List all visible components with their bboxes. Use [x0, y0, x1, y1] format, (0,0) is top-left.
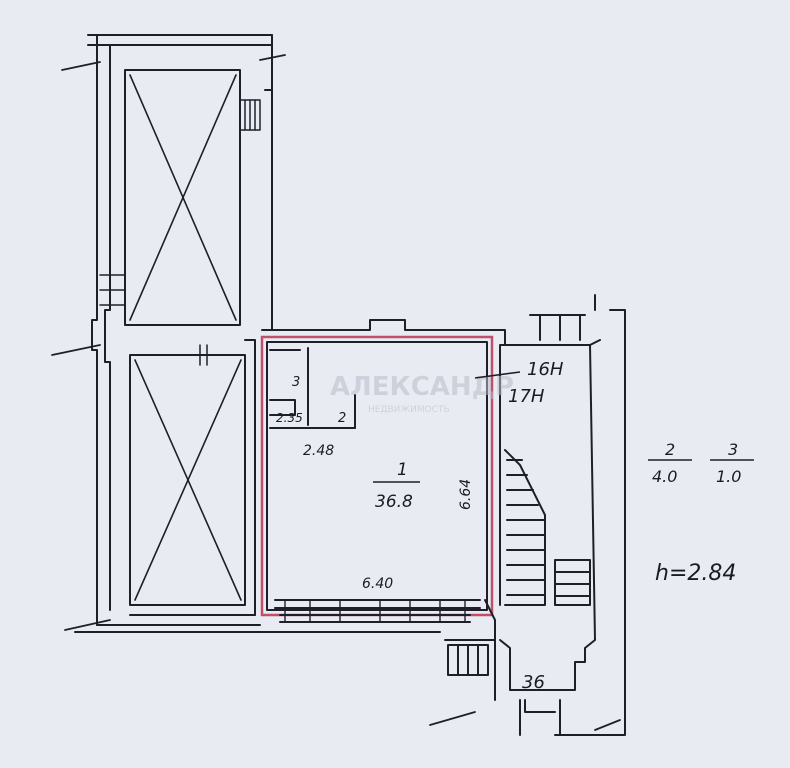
legend-2-area: 4.0	[652, 467, 677, 486]
room2-dim2: 2.48	[303, 443, 334, 459]
unit-label-c: 36	[522, 672, 545, 693]
main-unit-walls	[266, 341, 488, 623]
legend-2-number: 2	[665, 440, 675, 459]
room1-number: 1	[397, 460, 408, 480]
ceiling-height: h=2.84	[655, 561, 736, 586]
legend-3-area: 1.0	[716, 467, 741, 486]
stair-cross-upper	[129, 74, 237, 321]
room2-dim: 2.35	[276, 411, 303, 425]
left-stair-marks	[99, 99, 261, 366]
unit-label-b: 17Н	[508, 386, 545, 407]
stair-cross-lower	[134, 359, 242, 601]
unit-label-a: 16Н	[527, 359, 564, 380]
legend-item-3: 3 1.0	[710, 440, 754, 486]
room3-number: 3	[292, 375, 300, 390]
left-wall-structure	[74, 34, 496, 633]
room1-width-dim: 6.40	[362, 576, 393, 592]
legend-3-number: 3	[728, 440, 738, 459]
wall-ticks	[51, 54, 621, 731]
legend-item-2: 2 4.0	[648, 440, 692, 486]
right-stair-block	[444, 294, 626, 736]
room1-area: 36.8	[375, 492, 413, 512]
unit-label-leader	[474, 371, 521, 379]
room1-depth-dim: 6.64	[458, 479, 474, 510]
window-ticks	[284, 599, 466, 623]
watermark-sub: НЕДВИЖИМОСТЬ	[368, 405, 450, 415]
room2-number: 2	[338, 411, 346, 426]
